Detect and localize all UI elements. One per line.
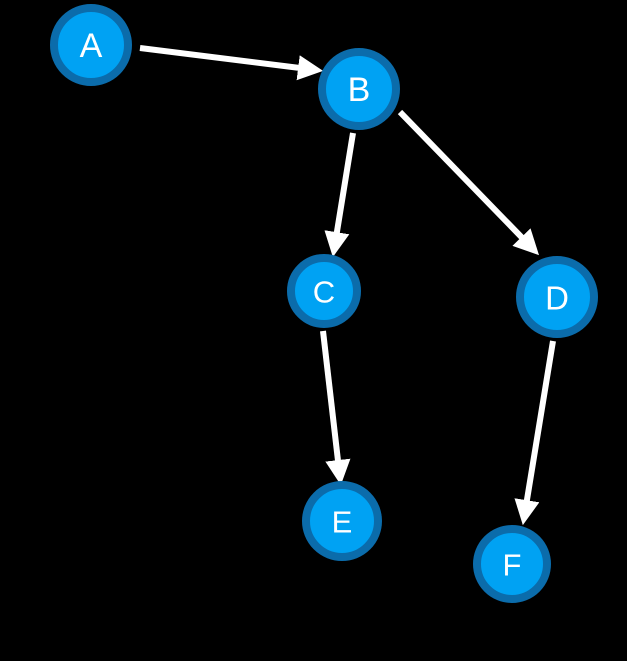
graph-node-e[interactable]: E: [302, 481, 382, 561]
graph-node-f[interactable]: F: [473, 525, 551, 603]
graph-edge-c-e: [320, 330, 351, 486]
node-circle-b: [318, 48, 400, 130]
graph-edge-a-b: [139, 45, 324, 81]
graph-node-a[interactable]: A: [50, 4, 132, 86]
edge-layer: [139, 45, 556, 526]
node-circle-f: [473, 525, 551, 603]
node-circle-c: [287, 254, 361, 328]
graph-edge-d-f: [514, 340, 556, 526]
node-circle-e: [302, 481, 382, 561]
graph-node-c[interactable]: C: [287, 254, 361, 328]
graph-edge-b-c: [324, 132, 356, 258]
node-layer: A B C D E F: [50, 4, 598, 603]
node-circle-a: [50, 4, 132, 86]
graph-edge-b-d: [397, 109, 540, 256]
graph-node-d[interactable]: D: [516, 256, 598, 338]
graph-node-b[interactable]: B: [318, 48, 400, 130]
node-circle-d: [516, 256, 598, 338]
